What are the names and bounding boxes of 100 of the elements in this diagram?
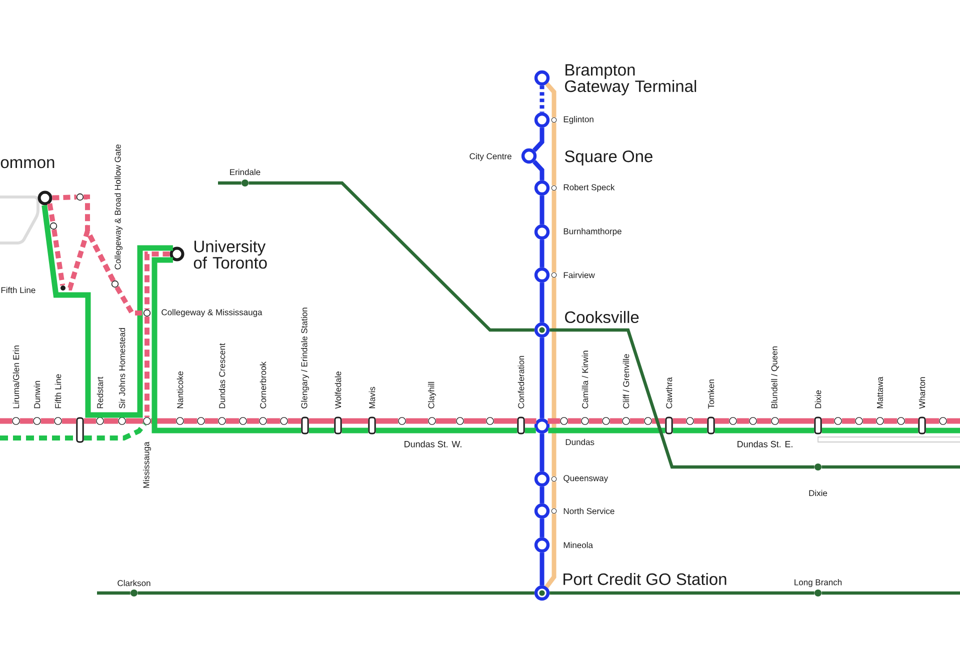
route-line [126, 418, 144, 424]
stop-dot [876, 417, 884, 425]
route-line [184, 418, 198, 424]
stop-dot [54, 417, 62, 425]
stop-dot [486, 417, 494, 425]
route-line [114, 286, 144, 316]
station-label: Mineola [564, 542, 593, 548]
route-line [152, 257, 302, 434]
stop-dot [12, 417, 20, 425]
station-label: City Centre [470, 153, 512, 161]
route-line [532, 160, 544, 180]
stop-dot [96, 417, 104, 425]
route-line [52, 229, 66, 286]
stop-dot [280, 417, 288, 425]
route-line [550, 328, 814, 469]
station-dot [814, 590, 822, 596]
station-label: Fairview [564, 272, 595, 278]
station-label: Wharton [918, 377, 926, 409]
route-line [218, 181, 242, 185]
route-line [588, 418, 602, 424]
station-ring [534, 112, 550, 128]
route-line [464, 418, 486, 424]
station-label: Collegeway & Broad Hollow Gate [114, 144, 122, 270]
stop-dot [602, 417, 610, 425]
station-label: Cooksville [565, 310, 639, 324]
station-label: Brampton Gateway Terminal [565, 64, 696, 96]
route-line [842, 418, 856, 424]
station-ring [534, 537, 550, 553]
stop-capsule [707, 416, 715, 434]
route-line [552, 482, 556, 508]
route-line [756, 418, 772, 424]
station-label: Cawthra [666, 377, 672, 408]
stop-dot [176, 417, 184, 425]
route-line [540, 434, 544, 472]
station-label: Mississauga [143, 442, 151, 488]
stop-capsule [368, 416, 376, 434]
station-ring [521, 148, 537, 164]
interchange-ring [534, 585, 550, 601]
station-label: Cliff / Grenville [622, 354, 630, 408]
stop-dot [686, 417, 694, 425]
route-line [0, 418, 12, 424]
route-line [246, 418, 260, 424]
route-line [150, 418, 176, 424]
route-line [66, 224, 116, 290]
route-line [822, 591, 960, 595]
stop-dot [218, 417, 226, 425]
route-line [672, 428, 708, 434]
stop-dot [428, 417, 436, 425]
route-line [778, 418, 814, 424]
route-line [610, 418, 622, 424]
stop-dot [855, 417, 863, 425]
route-line [376, 428, 518, 434]
station-ring [534, 471, 550, 487]
station-label: Port Credit GO Station [564, 572, 726, 586]
route-line [406, 418, 428, 424]
route-line [568, 418, 582, 424]
route-line [42, 204, 173, 418]
station-label: Camilla / Kirwin [582, 350, 588, 408]
route-line [342, 428, 368, 434]
route-line [308, 418, 334, 424]
route-line [862, 418, 876, 424]
stop-dot [143, 417, 151, 425]
route-line [544, 514, 556, 588]
route-line [248, 181, 534, 332]
route-line [524, 428, 536, 434]
station-dot [130, 590, 138, 596]
station-label: ommon [0, 159, 54, 168]
station-label: Sir Johns Homestead [118, 328, 126, 408]
route-line [926, 418, 940, 424]
station-ring [534, 267, 550, 283]
route-line [714, 418, 730, 424]
route-line [652, 418, 666, 424]
stop-dot [259, 417, 267, 425]
stop-dot [749, 417, 757, 425]
station-label: Mavis [368, 386, 376, 408]
route-line [266, 418, 280, 424]
station-ring [534, 224, 550, 240]
route-line [144, 316, 150, 418]
station-label: Robert Speck [564, 184, 615, 192]
route-line [494, 418, 518, 424]
station-label: Tomken [708, 380, 714, 409]
station-label: University of Toronto [194, 240, 267, 269]
station-label: Collegeway & Mississauga [162, 309, 262, 317]
station-label: Dixie [814, 390, 822, 408]
route-line [204, 418, 218, 424]
route-line [926, 428, 960, 434]
route-line [552, 190, 556, 272]
station-label: Clarkson [118, 580, 150, 586]
street-label: Dundas St. E. [738, 440, 792, 448]
route-line [540, 486, 544, 504]
route-line [52, 194, 76, 200]
station-label: Glengary / Erindale Station [301, 308, 309, 408]
route-line [540, 552, 544, 586]
route-line [84, 418, 96, 424]
stop-dot [560, 417, 568, 425]
stop-capsule [334, 416, 342, 434]
route-line [714, 428, 814, 434]
station-label: Dixie [809, 490, 828, 496]
stop-dot [897, 417, 905, 425]
route-line [144, 252, 170, 310]
